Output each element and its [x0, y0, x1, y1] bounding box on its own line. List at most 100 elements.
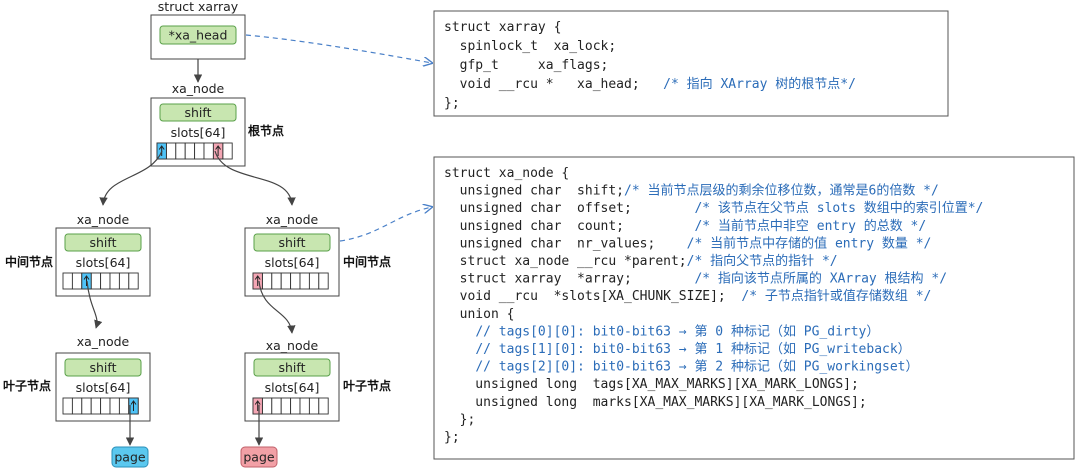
xarray-code-block: struct xarray { spinlock_t xa_lock; gfp_…: [444, 20, 856, 111]
code-comment: /* 当前节点层级的剩余位移位数，通常是6的倍数 */: [624, 183, 939, 199]
slot-cell: [62, 272, 73, 290]
slot-cell: [62, 397, 73, 415]
slot-pointer-icon: [215, 145, 222, 156]
mid-left-shift-label: shift: [90, 235, 117, 250]
slot-cell: [290, 272, 301, 290]
slot-cell: [90, 397, 102, 415]
mid-left-slots-array: [62, 272, 139, 290]
code-line: struct xa_node {: [444, 166, 569, 181]
slot-cell: [118, 272, 130, 290]
slot-cell: [271, 397, 282, 415]
slot-cell: [261, 272, 273, 290]
code-line: gfp_t xa_flags;: [444, 58, 608, 73]
slot-cell: [308, 272, 320, 290]
slot-cell: [71, 397, 83, 415]
code-text: [444, 342, 475, 357]
slot-cell: [308, 397, 320, 415]
slot-pointer-icon: [254, 275, 261, 286]
code-comment: // tags[2][0]: bit0-bit63 → 第 2 种标记（如 PG…: [475, 359, 918, 375]
leaf-left-slots-array: [62, 397, 139, 415]
slot-cell: [290, 397, 301, 415]
code-text: struct xa_node {: [444, 166, 569, 181]
root-to-mid-left-arrow: [99, 150, 163, 206]
xarray-title: struct xarray: [158, 0, 239, 14]
xarray-code-box: [433, 10, 949, 117]
code-line: };: [444, 430, 460, 445]
code-text: [444, 360, 475, 375]
leaf-left-shift-pill: [64, 358, 142, 377]
code-text: unsigned char count;: [444, 219, 694, 234]
slot-cell: [165, 142, 177, 160]
mid-left-side-label: 中间节点: [5, 254, 53, 269]
code-line: void __rcu *slots[XA_CHUNK_SIZE]; /* 子节点…: [444, 288, 931, 304]
code-comment: /* 子节点指针或值存储数组 */: [741, 288, 931, 304]
code-line: union {: [444, 307, 514, 322]
root-shift-label: shift: [185, 105, 212, 120]
mid-right-side-label: 中间节点: [343, 254, 391, 269]
leaf-right-slots-label: slots[64]: [265, 380, 320, 395]
page-right-label: page: [243, 450, 275, 465]
code-text: spinlock_t xa_lock;: [444, 39, 616, 54]
leaf-left-title: xa_node: [77, 334, 130, 349]
code-text: gfp_t xa_flags;: [444, 58, 608, 73]
root-side-label: 根节点: [248, 123, 284, 138]
slot-cell: [81, 397, 92, 415]
code-text: };: [444, 96, 460, 111]
code-line: unsigned long tags[XA_MAX_MARKS][XA_MARK…: [444, 377, 859, 392]
code-text: struct xarray *array;: [444, 272, 694, 287]
node-to-code-dashed-arrow: [339, 207, 432, 242]
slot-cell: [109, 397, 120, 415]
code-line: struct xa_node __rcu *parent;/* 指向父节点的指针…: [444, 253, 838, 269]
root-shift-pill: [159, 103, 237, 122]
code-text: unsigned long marks[XA_MAX_MARKS][XA_MAR…: [444, 395, 867, 410]
leaf-right-shift-label: shift: [279, 360, 306, 375]
code-text: [444, 324, 475, 339]
code-line: };: [444, 412, 475, 427]
slot-cell: [184, 142, 196, 160]
code-text: struct xa_node __rcu *parent;: [444, 254, 687, 269]
code-comment: /* 该节点在父节点 slots 数组中的索引位置*/: [694, 200, 983, 216]
leaf-left-side-label: 叶子节点: [3, 378, 51, 393]
code-comment: /* 指向该节点所属的 XArray 根结构 */: [694, 271, 947, 287]
code-line: };: [444, 96, 460, 111]
root-node-title: xa_node: [172, 81, 225, 96]
slot-cell: [299, 272, 310, 290]
slot-pointer-icon: [130, 400, 137, 411]
code-line: // tags[2][0]: bit0-bit63 → 第 2 种标记（如 PG…: [444, 359, 919, 375]
slot-cell: [280, 272, 292, 290]
slot-cell: [90, 272, 102, 290]
xarray-to-code-dashed-arrow: [245, 34, 432, 63]
code-text: void __rcu * xa_head;: [444, 77, 663, 92]
slot-cell: [118, 397, 130, 415]
mid-right-to-leaf-arrow: [258, 280, 296, 334]
code-text: unsigned char nr_values;: [444, 236, 687, 251]
slot-pointer-icon: [254, 400, 261, 411]
leaf-right-slots-array: [252, 397, 329, 415]
slot-cell: [71, 272, 83, 290]
mid-right-title: xa_node: [266, 212, 319, 227]
code-text: };: [444, 430, 460, 445]
code-text: unsigned long tags[XA_MAX_MARKS][XA_MARK…: [444, 377, 859, 392]
code-line: struct xarray *array; /* 指向该节点所属的 XArray…: [444, 271, 947, 287]
code-comment: /* 指向 XArray 树的根节点*/: [663, 76, 856, 92]
mid-right-shift-label: shift: [279, 235, 306, 250]
code-line: unsigned char nr_values; /* 当前节点中存储的值 en…: [444, 235, 931, 251]
slot-cell: [109, 272, 120, 290]
mid-right-slots-label: slots[64]: [265, 255, 320, 270]
slot-cell: [175, 142, 186, 160]
code-line: spinlock_t xa_lock;: [444, 39, 616, 54]
root-slots-array: [156, 142, 233, 160]
leaf-right-side-label: 叶子节点: [343, 378, 391, 393]
slot-cell: [194, 142, 205, 160]
code-line: struct xarray {: [444, 20, 561, 35]
xa-node-code-block: struct xa_node { unsigned char shift;/* …: [444, 166, 983, 445]
xa-node-code-box: [433, 156, 1075, 460]
slot-cell: [222, 142, 233, 160]
xa-head-label: *xa_head: [169, 28, 228, 43]
mid-left-title: xa_node: [77, 212, 130, 227]
page-left-box: [111, 446, 149, 468]
page-left-label: page: [114, 450, 146, 465]
slot-cell: [318, 272, 329, 290]
leaf-left-slots-label: slots[64]: [76, 380, 131, 395]
code-text: struct xarray {: [444, 20, 561, 35]
